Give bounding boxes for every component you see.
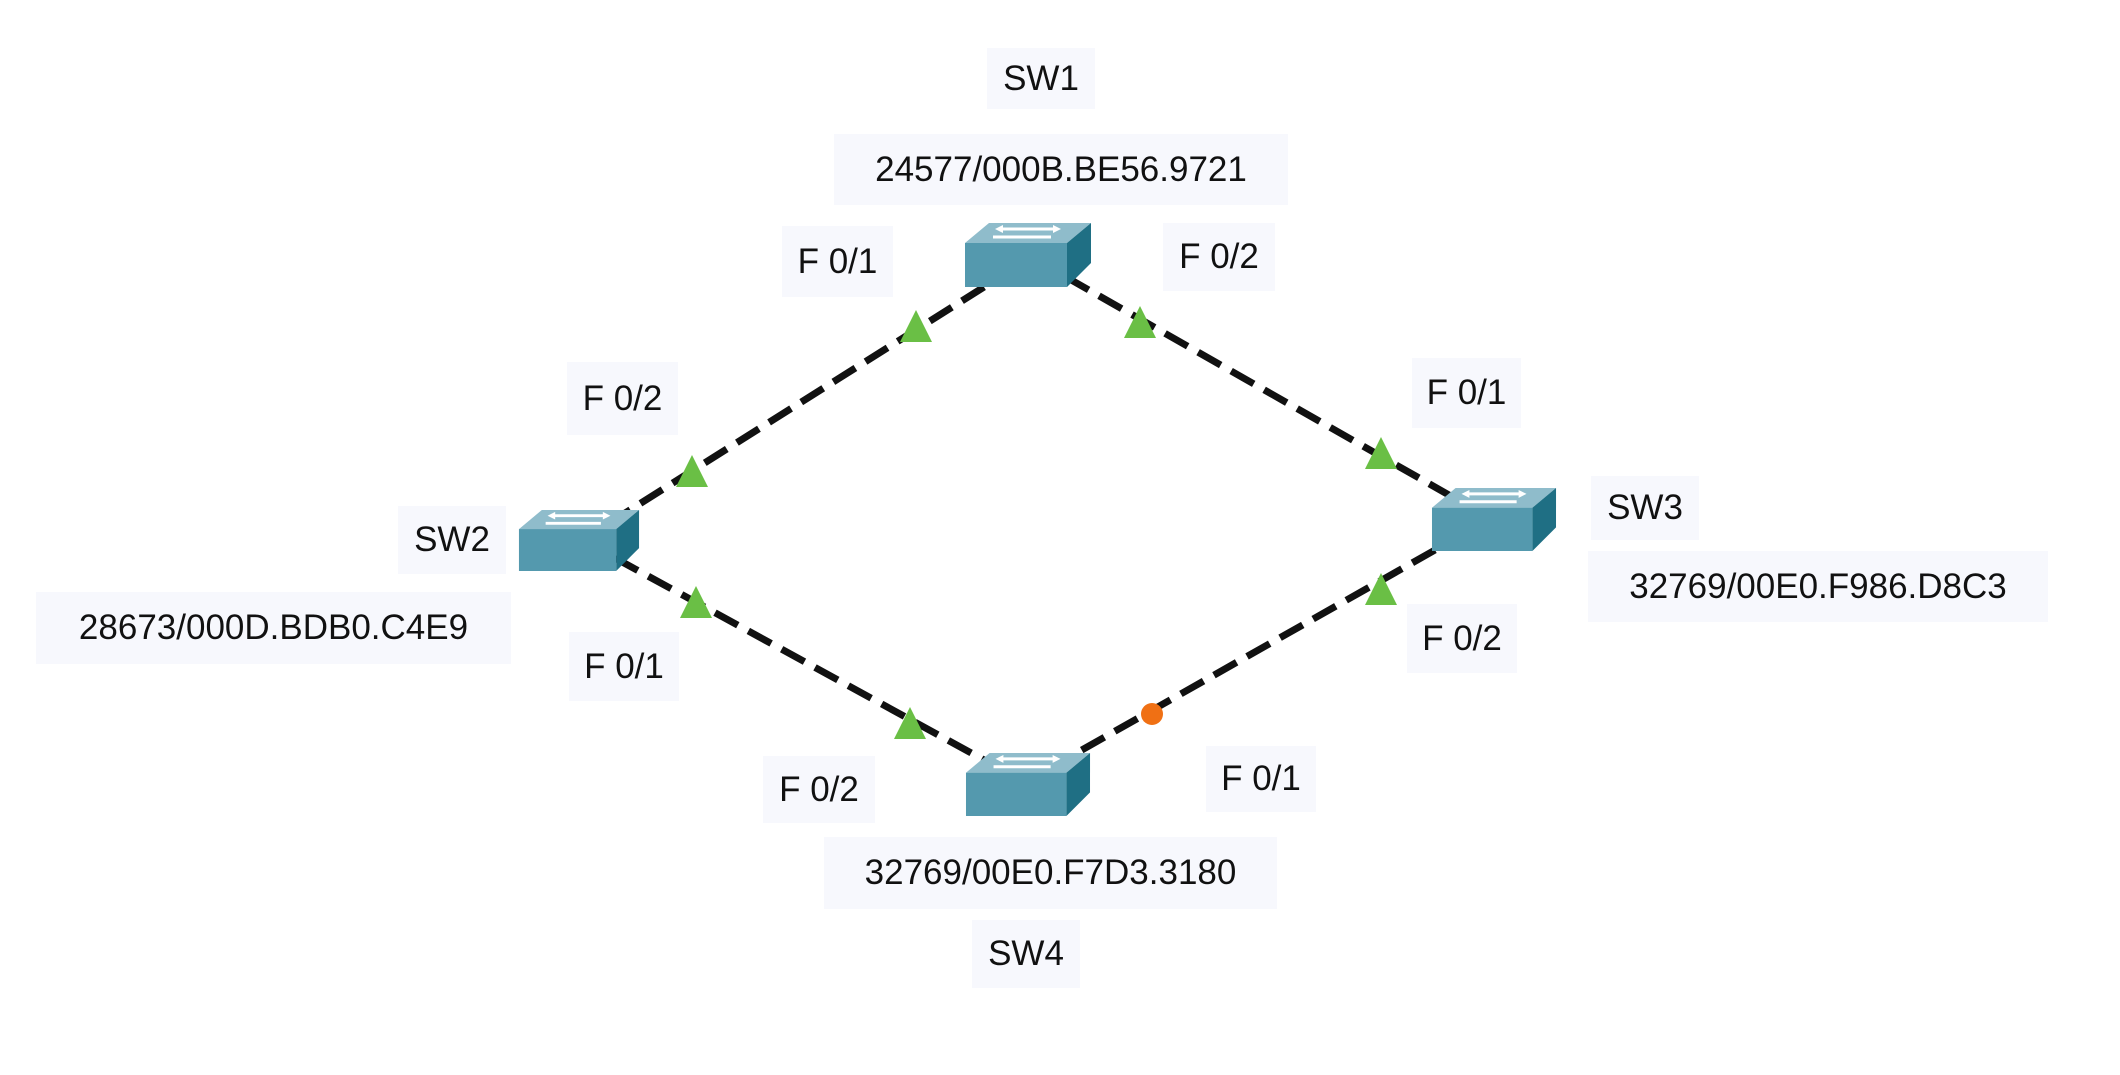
port-blocked-dot-icon (1141, 703, 1163, 725)
port-up-triangle-icon (680, 586, 712, 618)
port-label-sw3-f02: F 0/2 (1407, 604, 1517, 673)
sw1-name: SW1 (987, 48, 1095, 109)
port-up-triangle-icon (1365, 573, 1397, 605)
switch-icon-sw4[interactable] (965, 753, 1091, 816)
port-up-triangle-icon (1365, 437, 1397, 469)
sw4-name: SW4 (972, 920, 1080, 988)
port-label-sw1-f01: F 0/1 (782, 226, 893, 297)
port-up-triangle-icon (676, 455, 708, 487)
link-sw3-sw4[interactable] (1071, 546, 1437, 759)
sw2-name: SW2 (398, 506, 506, 574)
switch-icon-sw1[interactable] (965, 223, 1091, 287)
port-label-sw4-f02: F 0/2 (763, 756, 875, 823)
port-label-sw4-f01: F 0/1 (1206, 746, 1316, 812)
port-up-triangle-icon (1124, 306, 1156, 338)
sw3-name: SW3 (1591, 476, 1699, 540)
sw4-bridge-id: 32769/00E0.F7D3.3180 (824, 837, 1277, 909)
link-sw1-sw3[interactable] (1064, 273, 1458, 503)
sw2-bridge-id: 28673/000D.BDB0.C4E9 (36, 592, 511, 664)
switch-icon-sw2[interactable] (517, 510, 641, 571)
port-label-sw2-f01: F 0/1 (569, 632, 679, 701)
port-up-triangle-icon (900, 310, 932, 342)
switch-icon-sw3[interactable] (1431, 488, 1557, 551)
port-label-sw3-f01: F 0/1 (1412, 358, 1521, 428)
port-label-sw2-f02: F 0/2 (567, 362, 678, 435)
port-label-sw1-f02: F 0/2 (1163, 223, 1275, 291)
sw3-bridge-id: 32769/00E0.F986.D8C3 (1588, 551, 2048, 622)
sw1-bridge-id: 24577/000B.BE56.9721 (834, 134, 1288, 205)
port-up-triangle-icon (894, 707, 926, 739)
link-sw2-sw4[interactable] (613, 554, 997, 770)
